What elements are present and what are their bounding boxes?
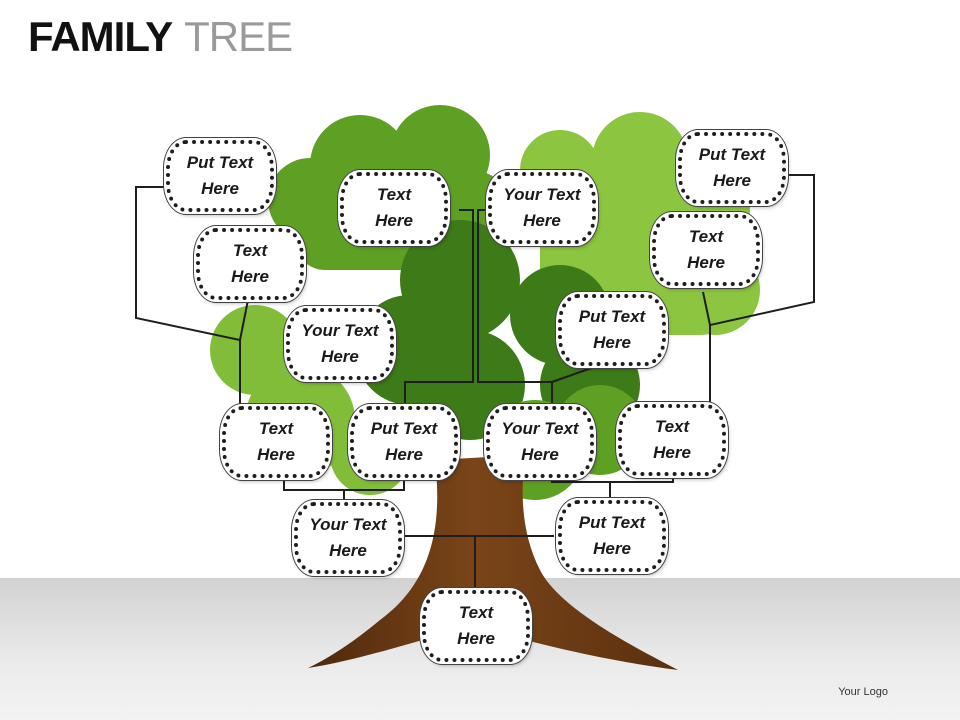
- family-member-box-4[interactable]: Put Text Here: [678, 132, 786, 204]
- title-bold: FAMILY: [28, 13, 173, 60]
- family-member-box-11[interactable]: Your Text Here: [486, 406, 594, 478]
- family-member-box-1[interactable]: Put Text Here: [166, 140, 274, 212]
- your-logo: Your Logo: [838, 686, 888, 698]
- tree-trunk: [308, 455, 678, 670]
- family-member-box-14[interactable]: Put Text Here: [558, 500, 666, 572]
- family-member-box-15[interactable]: Text Here: [422, 590, 530, 662]
- family-member-box-13[interactable]: Your Text Here: [294, 502, 402, 574]
- family-member-box-9[interactable]: Text Here: [222, 406, 330, 478]
- family-member-box-3[interactable]: Your Text Here: [286, 308, 394, 380]
- family-member-box-12[interactable]: Text Here: [618, 404, 726, 476]
- family-member-box-5[interactable]: Text Here: [652, 214, 760, 286]
- family-member-box-8[interactable]: Put Text Here: [558, 294, 666, 366]
- family-member-box-10[interactable]: Put Text Here: [350, 406, 458, 478]
- family-member-box-7[interactable]: Your Text Here: [488, 172, 596, 244]
- family-member-box-2[interactable]: Text Here: [196, 228, 304, 300]
- family-member-box-6[interactable]: Text Here: [340, 172, 448, 244]
- tree-connectors: [135, 174, 815, 595]
- title-light: TREE: [184, 13, 293, 60]
